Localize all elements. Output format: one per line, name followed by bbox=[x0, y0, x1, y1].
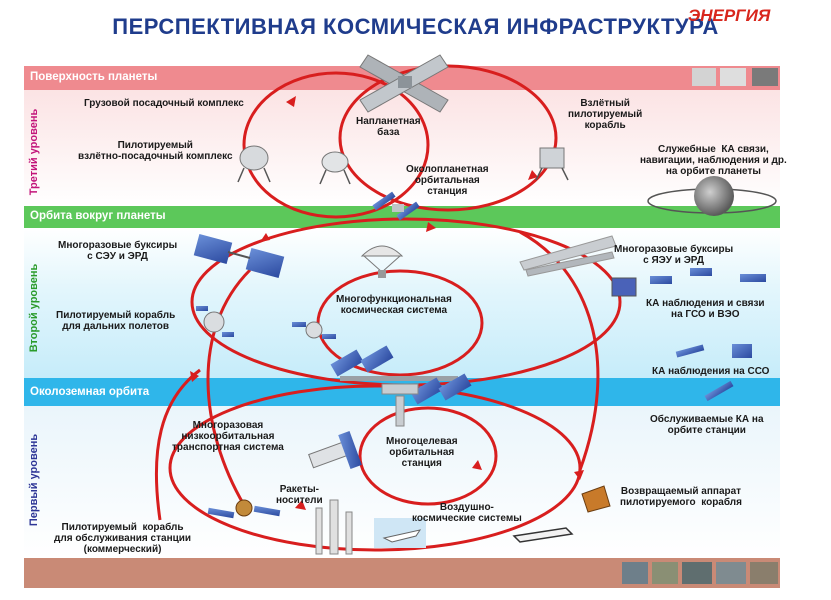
label-orbital-station: Околопланетная орбитальная станция bbox=[406, 164, 489, 197]
return-capsule-icon bbox=[581, 485, 611, 513]
aerospace-plane-icon bbox=[374, 518, 426, 548]
label-deep-space-ship: Пилотируемый корабль для дальних полетов bbox=[56, 310, 176, 332]
crew-lander-icon bbox=[237, 145, 271, 183]
label-return-capsule: Возвращаемый аппарат пилотируемого кораб… bbox=[620, 486, 742, 508]
label-reusable-transport: Многоразовая низкоорбитальная транспортн… bbox=[172, 420, 284, 453]
geo-satellites-icon bbox=[611, 268, 766, 297]
label-serviced-sc: Обслуживаемые КА на орбите станции bbox=[650, 414, 764, 436]
label-aerospace: Воздушно- космические системы bbox=[412, 502, 522, 524]
rockets-icon bbox=[315, 499, 353, 555]
arrow-heads bbox=[190, 96, 584, 510]
reusable-transport-icon bbox=[308, 431, 362, 469]
label-crew-lander: Пилотируемый взлётно-посадочный комплекс bbox=[78, 140, 233, 162]
energia-logo: ЭНЕРГИЯ bbox=[688, 6, 771, 25]
label-sso-sc: КА наблюдения на ССО bbox=[652, 366, 770, 377]
label-cargo-lander: Грузовой посадочный комплекс bbox=[84, 98, 244, 109]
band-label-planet-orbit: Орбита вокруг планеты bbox=[30, 210, 166, 222]
label-multi-station: Многоцелевая орбитальная станция bbox=[386, 436, 458, 469]
serviced-satellite-icon bbox=[704, 380, 734, 402]
label-multi-system: Многофункциональная космическая система bbox=[336, 294, 452, 316]
multi-purpose-station-icon bbox=[330, 345, 472, 427]
label-service-sc: Служебные КА связи, навигации, наблюдени… bbox=[640, 144, 787, 177]
band-third-level bbox=[24, 90, 780, 206]
soyuz-like-ship-icon bbox=[292, 321, 336, 339]
band-label-earth-orbit: Околоземная орбита bbox=[30, 386, 150, 398]
planetary-base-icon bbox=[359, 54, 449, 113]
band-label-planet-surface: Поверхность планеты bbox=[30, 71, 158, 83]
band-second-level bbox=[24, 228, 780, 378]
planet-icon bbox=[647, 176, 777, 216]
label-planetary-base: Напланетная база bbox=[356, 116, 421, 138]
page-title: ПЕРСПЕКТИВНАЯ КОСМИЧЕСКАЯ ИНФРАСТРУКТУРА bbox=[112, 14, 719, 39]
cargo-lander-icon bbox=[319, 151, 351, 185]
sso-satellites-icon bbox=[675, 344, 752, 358]
label-ascent-ship: Взлётный пилотируемый корабль bbox=[568, 98, 643, 131]
planet-orbital-station-icon bbox=[372, 191, 420, 221]
surface-photos bbox=[692, 68, 778, 86]
deep-space-ship-icon bbox=[196, 306, 234, 337]
parachute-icon bbox=[360, 245, 404, 278]
commercial-ship-icon bbox=[207, 499, 281, 519]
label-commercial-ship: Пилотируемый корабль для обслуживания ст… bbox=[54, 522, 192, 555]
label-tugs-nuclear: Многоразовые буксиры с ЯЭУ и ЭРД bbox=[614, 244, 734, 266]
label-rockets: Ракеты- носители bbox=[276, 484, 323, 506]
ascent-ship-icon bbox=[535, 147, 569, 181]
nuclear-tug-icon bbox=[519, 235, 617, 277]
ground-photos bbox=[622, 562, 778, 584]
label-geo-sc: КА наблюдения и связи на ГСО и ВЭО bbox=[646, 298, 765, 320]
label-tugs-solar: Многоразовые буксиры с СЭУ и ЭРД bbox=[58, 240, 178, 262]
solar-tug-icon bbox=[193, 233, 285, 279]
shuttle-icon bbox=[512, 527, 574, 543]
